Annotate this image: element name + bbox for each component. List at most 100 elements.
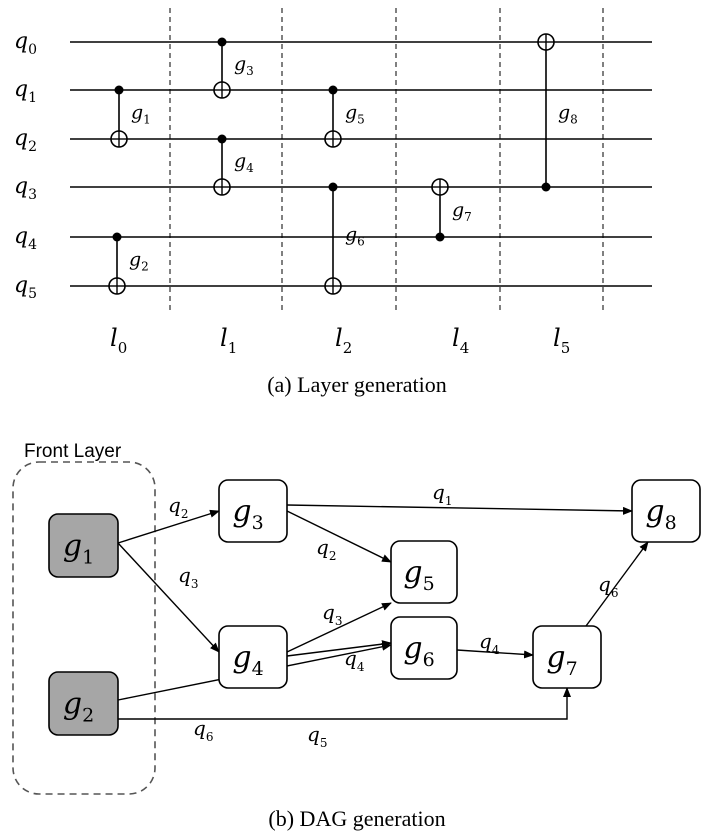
qubit-label-sub: 4 [28, 237, 37, 253]
edge-label: q2 [316, 535, 336, 563]
gate-label: g6 [345, 224, 365, 249]
dag-node: g1 [48, 513, 119, 578]
layer-label-sub: 4 [460, 339, 470, 357]
dag-edge: q1 [286, 480, 633, 515]
edge-label-base: q [316, 535, 329, 559]
edge-arrow [286, 602, 392, 653]
dag-edge: q2 [286, 510, 392, 563]
gate-label: g1 [131, 102, 151, 127]
dag-edge: q3 [286, 600, 392, 653]
gate-label: g3 [234, 53, 254, 78]
edge-arrow [117, 542, 220, 653]
edge-label-base: q [307, 722, 320, 746]
qubit-label-base: q [14, 29, 28, 54]
node-box [218, 625, 288, 689]
edge-label: q6 [598, 572, 618, 600]
gate-label-sub: 4 [246, 161, 254, 175]
dag-node: g8 [631, 479, 701, 543]
circuit-caption: (a) Layer generation [267, 372, 447, 397]
edge-label: q1 [432, 480, 452, 508]
gate-label: g4 [234, 150, 254, 175]
edge-arrow [585, 541, 649, 627]
edge-label-base: q [193, 716, 206, 740]
edge-label-sub: 3 [191, 577, 199, 591]
layer-label-sub: 2 [343, 339, 353, 357]
edge-label-base: q [479, 629, 492, 653]
qubit-label-sub: 3 [28, 187, 37, 203]
qubit-label-sub: 0 [28, 42, 37, 58]
node-label: g6 [403, 631, 434, 671]
qubit-label: q1 [14, 77, 37, 106]
node-label-sub: 6 [423, 649, 435, 671]
qubit-label-sub: 1 [28, 90, 37, 106]
dag-node: g2 [48, 671, 119, 736]
qubit-label: q0 [14, 29, 37, 58]
node-label-sub: 7 [566, 658, 578, 680]
layer-label: l0 [110, 324, 127, 357]
gate-label-sub: 1 [143, 113, 151, 127]
layer-label-sub: 1 [228, 339, 238, 357]
node-label-base: g [63, 687, 82, 722]
edge-label: q2 [168, 493, 188, 521]
layer-label-sub: 0 [118, 339, 128, 357]
edge-label-sub: 6 [206, 730, 214, 744]
edge-label-base: q [432, 480, 445, 504]
dag-edge: q6 [585, 541, 649, 627]
node-label-sub: 8 [665, 512, 677, 534]
qubit-label: q5 [14, 273, 37, 302]
node-box [48, 513, 119, 578]
gate-label: g7 [452, 199, 472, 224]
cnot-gate: g2 [108, 232, 149, 295]
cnot-gate: g5 [324, 85, 365, 148]
dag-edge: q4 [456, 629, 534, 659]
node-box [390, 540, 458, 604]
edge-label: q4 [479, 629, 500, 657]
gate-label-base: g [129, 249, 141, 271]
layer-label: l5 [553, 324, 570, 357]
edge-label: q3 [178, 563, 198, 591]
node-label-base: g [645, 494, 664, 529]
control-dot [435, 232, 445, 242]
node-label: g2 [63, 687, 94, 727]
control-dot [217, 134, 227, 144]
node-label: g4 [232, 640, 263, 680]
control-dot [328, 182, 338, 192]
gate-label-base: g [452, 199, 464, 221]
dag-edge: q5 [118, 687, 571, 750]
node-label-base: g [403, 555, 422, 590]
layer-label-base: l [452, 324, 460, 352]
gate-label-base: g [234, 53, 246, 75]
edge-label-base: q [344, 646, 357, 670]
edge-label-sub: 6 [611, 586, 619, 600]
gate-label-sub: 6 [357, 235, 365, 249]
edge-label-sub: 2 [181, 507, 189, 521]
front-layer-region [12, 461, 156, 795]
gate-label-sub: 3 [246, 64, 254, 78]
gate-label-base: g [131, 102, 143, 124]
gate-label: g5 [345, 102, 365, 127]
node-label-sub: 4 [252, 658, 264, 680]
qubit-label-sub: 5 [28, 286, 37, 302]
node-label: g5 [403, 555, 434, 595]
qubit-label-base: q [14, 224, 28, 249]
gate-label-sub: 2 [141, 260, 149, 274]
edge-arrow [286, 640, 392, 657]
qubit-label: q2 [14, 126, 37, 155]
node-box [218, 479, 288, 543]
node-box [48, 671, 119, 736]
cnot-gate: g8 [537, 33, 578, 192]
layer-label-base: l [335, 324, 343, 352]
dag-edge: q3 [117, 542, 220, 653]
dag-edge: q2 [117, 493, 220, 544]
qubit-label-base: q [14, 77, 28, 102]
gate-label-sub: 5 [357, 113, 365, 127]
edge-label: q5 [307, 722, 327, 750]
edge-label-base: q [598, 572, 611, 596]
gate-label-sub: 7 [464, 210, 472, 224]
layer-label-base: l [553, 324, 561, 352]
edge-label: q6 [193, 716, 213, 744]
qubit-label: q3 [14, 174, 37, 203]
